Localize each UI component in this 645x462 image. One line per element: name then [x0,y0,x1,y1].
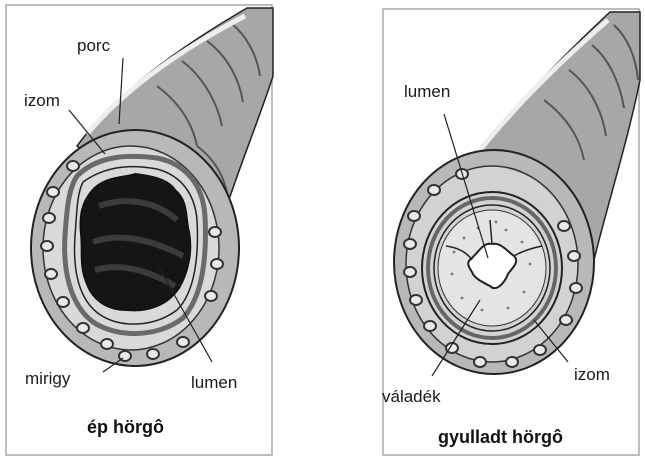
caption-healthy: ép hörgô [87,418,164,436]
label-porc: porc [77,37,110,54]
label-lumen: lumen [404,83,450,100]
caption-inflamed: gyulladt hörgô [438,428,563,446]
healthy-bronchus-panel: porc izom mirigy lumen ép hörgô [5,4,273,456]
label-mirigy: mirigy [25,370,70,387]
label-izom: izom [574,366,610,383]
inflamed-bronchus-panel: lumen izom váladék gyulladt hörgô [382,8,640,456]
label-valadek: váladék [382,388,441,405]
label-izom: izom [24,92,60,109]
label-lumen: lumen [191,374,237,391]
